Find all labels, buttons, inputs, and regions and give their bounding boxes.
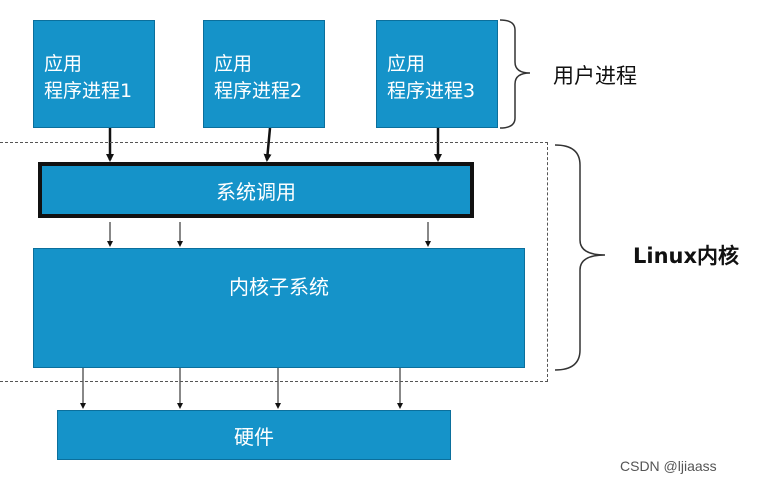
process-3-line1: 应用	[387, 53, 426, 75]
kernel-subsystem-label: 内核子系统	[229, 275, 329, 299]
process-box-3: 应用 程序进程3	[376, 20, 498, 128]
process-1-line1: 应用	[44, 53, 83, 75]
process-2-line2: 程序进程2	[214, 80, 303, 102]
system-call-box: 系统调用	[38, 162, 474, 218]
kernel-subsystem-box: 内核子系统	[33, 248, 525, 368]
brace-linux-kernel	[554, 144, 606, 371]
csdn-credit: CSDN @ljiaass	[620, 458, 717, 474]
hardware-label: 硬件	[234, 424, 274, 449]
linux-kernel-label: Linux内核	[633, 244, 740, 268]
process-1-line2: 程序进程1	[44, 80, 133, 102]
arrow-proc2-syscall	[263, 127, 272, 162]
process-2-line1: 应用	[214, 53, 253, 75]
hardware-box: 硬件	[57, 410, 451, 460]
kernel-dashed-region	[0, 142, 548, 382]
process-box-1: 应用 程序进程1	[33, 20, 155, 128]
process-3-line2: 程序进程3	[387, 80, 476, 102]
process-box-2: 应用 程序进程2	[203, 20, 325, 128]
system-call-label: 系统调用	[216, 179, 296, 204]
brace-user-process	[499, 19, 531, 129]
user-process-label: 用户进程	[553, 64, 637, 88]
